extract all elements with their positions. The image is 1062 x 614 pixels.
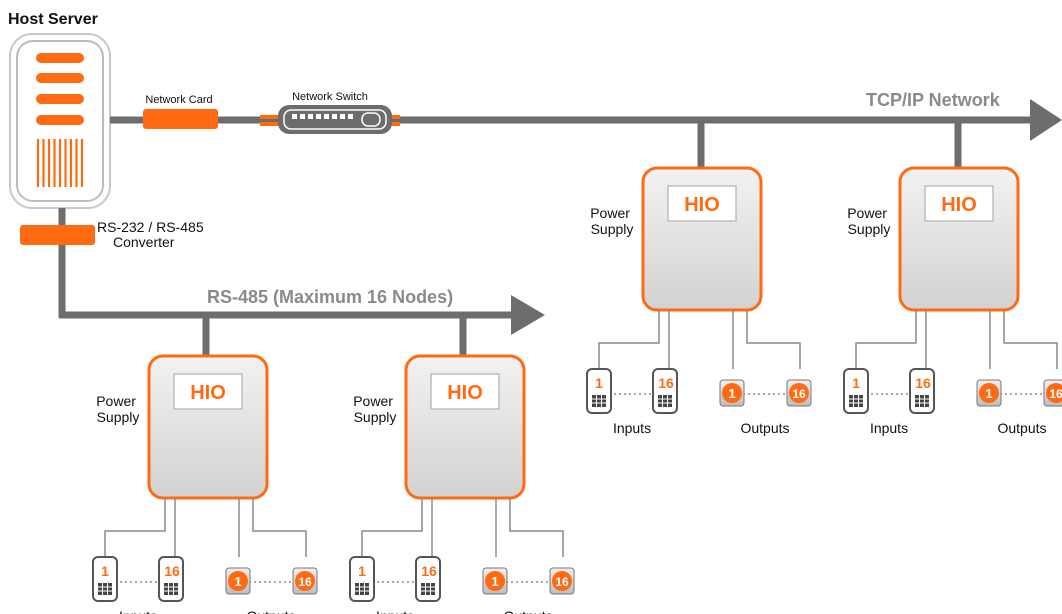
hio-node-tcp-1: Power Supply HIO 1	[586, 166, 812, 436]
output-device-icon: 16	[549, 567, 575, 595]
network-card-icon	[143, 109, 218, 129]
io-wires	[104, 498, 307, 583]
hio-node-rs485-2: Power Supply HIO 1	[349, 354, 575, 614]
io-wires	[598, 310, 801, 395]
svg-text:1: 1	[101, 563, 109, 579]
input-device-icon: 16	[909, 368, 935, 414]
svg-text:16: 16	[915, 375, 931, 391]
svg-text:16: 16	[792, 387, 806, 401]
power-supply-label: Power Supply	[96, 393, 140, 425]
tcp-ip-network-line	[110, 99, 1062, 168]
hio-label: HIO	[941, 194, 977, 216]
svg-text:16: 16	[555, 575, 569, 589]
input-device-icon: 16	[158, 556, 184, 602]
svg-text:1: 1	[985, 386, 992, 401]
network-card-label: Network Card	[145, 94, 212, 106]
output-device-icon: 16	[292, 567, 318, 595]
inputs-label: Inputs	[376, 608, 414, 614]
hio-label: HIO	[684, 194, 720, 216]
hio-label-box	[173, 373, 243, 410]
svg-text:1: 1	[852, 375, 860, 391]
svg-text:1: 1	[358, 563, 366, 579]
inputs-label: Inputs	[613, 420, 651, 436]
io-wires	[361, 498, 564, 583]
output-device-icon: 16	[1043, 379, 1062, 407]
svg-text:16: 16	[1049, 387, 1062, 401]
output-device-icon: 1	[976, 379, 1002, 407]
inputs-label: Inputs	[119, 608, 157, 614]
hio-label: HIO	[447, 382, 483, 404]
io-wires	[855, 310, 1058, 395]
host-server-title: Host Server	[8, 11, 98, 28]
output-device-icon: 1	[719, 379, 745, 407]
outputs-label: Outputs	[246, 608, 295, 614]
svg-text:1: 1	[234, 574, 241, 589]
input-device-icon: 1	[843, 368, 869, 414]
power-supply-label: Power Supply	[847, 205, 891, 237]
svg-text:1: 1	[728, 386, 735, 401]
output-device-icon: 1	[482, 567, 508, 595]
rs485-label: RS-485 (Maximum 16 Nodes)	[207, 287, 453, 307]
network-switch-icon	[260, 105, 400, 134]
hio-label-box	[430, 373, 500, 410]
inputs-label: Inputs	[870, 420, 908, 436]
tcp-ip-network-label: TCP/IP Network	[866, 90, 1001, 110]
outputs-label: Outputs	[740, 420, 789, 436]
rs485-arrow-head	[511, 295, 545, 335]
output-device-icon: 16	[786, 379, 812, 407]
hio-label: HIO	[190, 382, 226, 404]
host-server-icon	[9, 33, 111, 209]
input-device-icon: 1	[349, 556, 375, 602]
input-device-icon: 1	[586, 368, 612, 414]
hio-label-box	[667, 185, 737, 222]
converter-label: RS-232 / RS-485 Converter	[97, 219, 208, 250]
power-supply-label: Power Supply	[353, 393, 397, 425]
hio-node-tcp-2: Power Supply HIO 1	[843, 166, 1062, 436]
tcp-arrow-head	[1030, 99, 1062, 141]
network-switch-label: Network Switch	[292, 91, 368, 103]
input-device-icon: 16	[415, 556, 441, 602]
input-device-icon: 1	[92, 556, 118, 602]
rs485-line	[58, 208, 545, 356]
outputs-label: Outputs	[997, 420, 1046, 436]
svg-text:16: 16	[298, 575, 312, 589]
svg-text:1: 1	[491, 574, 498, 589]
input-device-icon: 16	[652, 368, 678, 414]
output-device-icon: 1	[225, 567, 251, 595]
svg-text:16: 16	[421, 563, 437, 579]
power-supply-label: Power Supply	[590, 205, 634, 237]
svg-text:1: 1	[595, 375, 603, 391]
converter-icon	[20, 225, 95, 245]
svg-text:16: 16	[658, 375, 674, 391]
outputs-label: Outputs	[503, 608, 552, 614]
svg-text:16: 16	[164, 563, 180, 579]
hio-label-box	[924, 185, 994, 222]
hio-node-rs485-1: Power Supply HIO 1	[92, 354, 318, 614]
